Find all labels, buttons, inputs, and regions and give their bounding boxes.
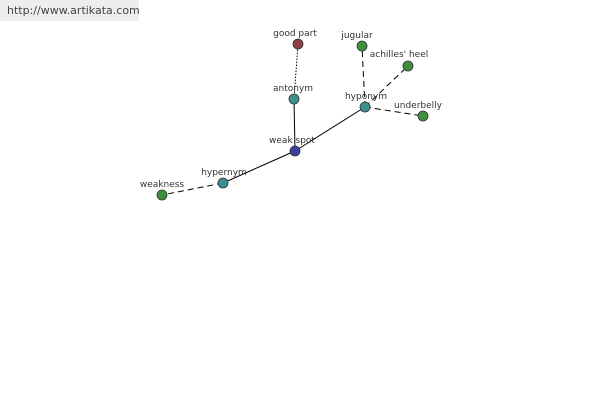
edge-hyponym-jugular [361,45,366,108]
node-hypernym[interactable] [217,177,229,189]
label-weak-spot[interactable]: weak spot [269,136,315,146]
label-achilles-heel[interactable]: achilles' heel [370,50,429,60]
label-antonym[interactable]: antonym [273,84,313,94]
label-underbelly[interactable]: underbelly [394,101,443,111]
label-hyponym[interactable]: hyponym [345,92,387,102]
node-hyponym[interactable] [359,101,371,113]
node-underbelly[interactable] [417,110,429,122]
edge-center-hyponym [294,106,366,152]
edge-center-antonym [293,98,296,152]
label-good-part[interactable]: good part [273,29,317,39]
label-jugular[interactable]: jugular [340,31,373,41]
node-weak-spot[interactable] [289,145,301,157]
label-weakness[interactable]: weakness [140,180,185,190]
site-link[interactable]: http://www.artikata.com [0,0,140,21]
edge-antonym-good-part [293,43,299,100]
node-antonym[interactable] [288,93,300,105]
label-hypernym[interactable]: hypernym [201,168,247,178]
node-jugular[interactable] [356,40,368,52]
node-achilles-heel[interactable] [402,60,414,72]
edge-center-hypernym [222,150,296,184]
node-good-part[interactable] [292,38,304,50]
edge-hypernym-weakness [161,182,224,196]
node-weakness[interactable] [156,189,168,201]
